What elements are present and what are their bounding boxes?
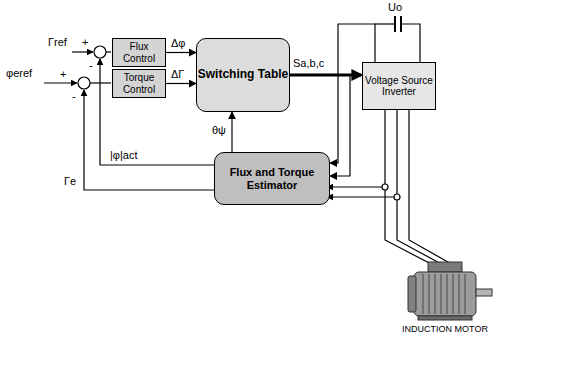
voltage-label: Uo [388,1,402,14]
drawing-part [44,16,455,266]
summing-junction [94,46,106,58]
inverter-box: Voltage Source Inverter [362,62,436,110]
box-text: Torque Control [113,72,165,95]
estimator-box: Flux and Torque Estimator [214,152,330,205]
sensor-wire [327,196,394,197]
dc-rail [401,24,420,62]
sign-label: - [89,59,93,72]
signal-label: Γref [48,36,67,49]
phase-wire [385,110,435,266]
box-text: Flux and Torque Estimator [215,166,329,191]
sign-label: + [60,68,66,81]
motor-caption: INDUCTION MOTOR [400,324,490,334]
signal-label: φeref [6,67,32,80]
sign-label: + [82,36,88,49]
summing-junction [78,77,90,89]
current-sensor [382,184,388,190]
sensor-wire [327,186,382,187]
controller-box: Flux Control [112,38,166,67]
current-sensor [394,194,400,200]
motor-illustration [408,262,492,320]
signal-connector [166,83,196,84]
edge-label: ΔΓ [170,68,185,81]
signal-label: Γe [64,175,76,188]
phase-wire [409,110,455,266]
motor-body [414,272,476,316]
feedback-wire [84,90,214,190]
capacitor-symbol [394,16,396,32]
edge-label: Δφ [170,37,186,50]
cooling-fins [420,274,470,314]
phase-wire [397,110,445,266]
signal-label: |φ|act [110,149,138,162]
error-wire [106,51,111,52]
terminal-box [428,262,462,272]
motor-shaft [476,289,492,296]
process-box: Switching Table [196,38,290,112]
dc-rail [375,23,395,24]
reference-wire [72,51,93,52]
box-text: Flux Control [113,41,165,64]
signal-connector [231,112,232,152]
controller-box: Torque Control [112,69,166,98]
reference-wire [44,82,77,83]
sign-label: - [72,90,76,103]
end-shield [408,276,416,312]
edge-label: θψ [211,124,227,137]
motor-feet [418,316,472,320]
box-text: Voltage Source Inverter [363,75,435,98]
signal-connector [166,52,196,53]
edge-label: Sa,b,c [292,57,325,70]
box-text: Switching Table [198,68,288,82]
